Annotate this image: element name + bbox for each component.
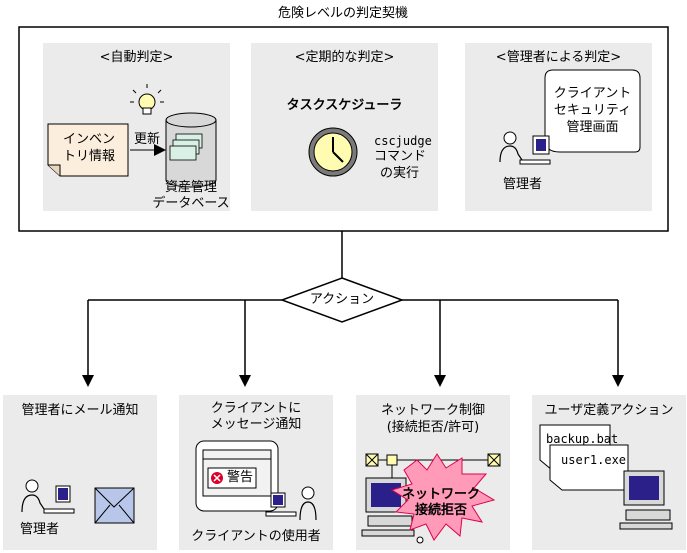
- file-backup-label: backup.bat: [546, 432, 619, 446]
- admin-person-icon: [499, 131, 551, 165]
- database-line2: データベース: [152, 196, 230, 211]
- mail-panel: [3, 395, 157, 550]
- admin-screen-line3: 管理画面: [566, 120, 619, 135]
- burst-line1: ネットワーク: [401, 487, 480, 502]
- warning-label: 警告: [227, 470, 254, 485]
- mail-person-label: 管理者: [20, 522, 60, 537]
- error-icon: [211, 472, 223, 484]
- burst-line2: 接続拒否: [414, 503, 467, 518]
- network-heading-line2: (接続拒否/許可): [386, 420, 480, 435]
- clock-icon: [308, 127, 358, 177]
- periodic-panel: [251, 43, 438, 211]
- inventory-note: [47, 123, 129, 177]
- command-line2: コマンド: [374, 149, 427, 164]
- envelope-icon: [94, 487, 135, 524]
- mail-person-icon: [21, 479, 75, 514]
- client-user-label: クライアントの使用者: [191, 529, 321, 544]
- periodic-heading: <定期的な判定>: [294, 50, 395, 65]
- lightbulb-icon: [130, 84, 164, 115]
- network-heading-line1: ネットワーク制御: [380, 403, 485, 418]
- command-line3: の実行: [380, 166, 420, 181]
- user-heading: ユーザ定義アクション: [544, 403, 674, 418]
- diagram-title: 危険レベルの判定契機: [277, 6, 408, 21]
- update-label: 更新: [134, 132, 161, 147]
- decision-diamond: [279, 277, 405, 323]
- decision-label: アクション: [309, 292, 375, 307]
- mail-heading: 管理者にメール通知: [21, 403, 139, 418]
- file-user1: [549, 444, 629, 491]
- file-user1-label: user1.exe: [561, 453, 627, 467]
- deny-burst: [390, 453, 496, 541]
- inventory-line2: トリ情報: [62, 149, 115, 164]
- user-computer-icon: [619, 470, 673, 530]
- message-heading-line1: クライアントに: [210, 401, 302, 416]
- admin-heading: <管理者による判定>: [495, 50, 622, 65]
- command-line1: cscjudge: [374, 134, 432, 148]
- auto-heading: <自動判定>: [99, 50, 174, 65]
- admin-screen-line2: セキュリティ: [553, 103, 632, 118]
- message-heading-line2: メッセージ通知: [210, 417, 302, 432]
- admin-screen-line1: クライアント: [553, 86, 632, 101]
- admin-person-label: 管理者: [503, 177, 543, 192]
- database-line1: 資産管理: [164, 180, 217, 195]
- admin-screen-box: [544, 69, 641, 153]
- database-icon: [165, 112, 217, 188]
- scheduler-label: タスクスケジューラ: [286, 98, 403, 113]
- inventory-line1: インベン: [62, 132, 115, 147]
- client-user-icon: [265, 486, 317, 521]
